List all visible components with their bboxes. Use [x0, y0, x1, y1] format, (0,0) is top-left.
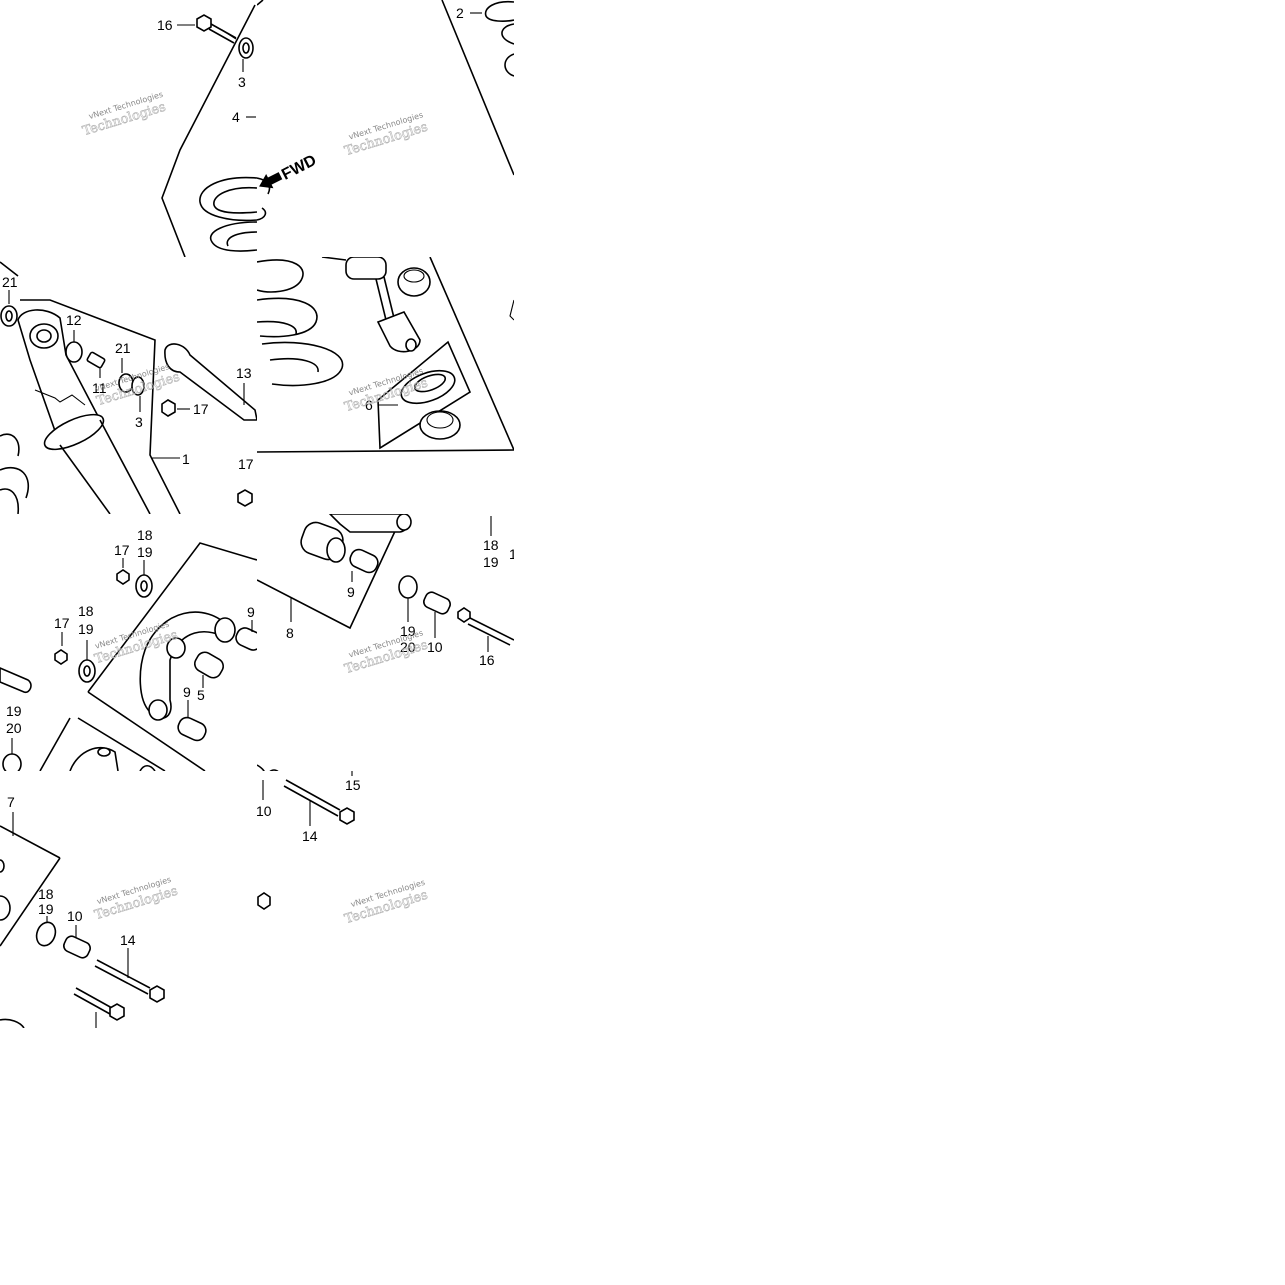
spring-coils-lower: [257, 259, 344, 387]
callout-4: 4: [232, 109, 240, 125]
tile-center: 6 Technologies vNext Technologies: [257, 257, 514, 453]
callout-12: 12: [66, 312, 82, 328]
spring-coils-upper: [199, 176, 257, 252]
nut-17-lower: [237, 489, 253, 507]
callout-17: 17: [238, 456, 254, 472]
callout-3: 3: [135, 414, 143, 430]
callout-3: 3: [238, 74, 246, 90]
callout-21: 21: [2, 274, 18, 290]
callout-1: 1: [182, 451, 190, 467]
callout-16: 16: [157, 17, 173, 33]
callout-9: 9: [347, 584, 355, 600]
callout-17: 17: [193, 401, 209, 417]
callout-15: 15: [345, 777, 361, 793]
watermark: Technologies vNext Technologies: [343, 110, 430, 159]
watermark: Technologies vNext Technologies: [81, 90, 168, 140]
callout-18: 18: [483, 537, 499, 553]
callout-5: 5: [197, 687, 205, 703]
callout-8: 8: [286, 625, 294, 641]
watermark: Technologies vNext Technologies: [93, 875, 180, 924]
callout-20: 20: [6, 720, 22, 736]
callout-18: 18: [137, 527, 153, 543]
callout-20: 20: [400, 639, 416, 655]
tile-lower-center: 9 8 19 20 10 16 18 19 1 Technologies vNe…: [257, 514, 517, 771]
tile-top-middle: 2 FWD Technologies vNext Technologies: [257, 0, 514, 221]
watermark: Technologies vNext Technologies: [343, 878, 430, 928]
callout-21: 21: [115, 340, 131, 356]
callout-10: 10: [256, 803, 272, 819]
svg-text:FWD: FWD: [279, 152, 319, 184]
callout-7: 7: [7, 794, 15, 810]
callout-19: 19: [6, 703, 22, 719]
callout-17: 17: [54, 615, 70, 631]
callout-18: 18: [38, 886, 54, 902]
callout-2: 2: [456, 5, 464, 21]
tile-bottom-middle: 15 10 14 Technologies vNext Technologies: [256, 771, 430, 928]
callout-1: 1: [509, 546, 517, 562]
callout-6: 6: [365, 397, 373, 413]
shock-absorber-body: [17, 309, 151, 514]
callout-10: 10: [427, 639, 443, 655]
tile-bottom-left: 7 18 19 10 14 Technologies vNext Technol…: [0, 794, 180, 1028]
link-arm: [139, 611, 236, 721]
callout-19: 19: [78, 621, 94, 637]
callout-14: 14: [302, 828, 318, 844]
tile-left-middle: 21 12 21 11 3 17 13 1 Technologies vNext…: [0, 261, 257, 514]
callout-19: 19: [38, 901, 54, 917]
callout-9: 9: [183, 684, 191, 700]
callout-18: 18: [78, 603, 94, 619]
callout-19: 19: [483, 554, 499, 570]
watermark: Technologies vNext Technologies: [343, 628, 430, 677]
callout-11: 11: [92, 380, 107, 396]
callout-16: 16: [479, 652, 495, 668]
callout-10: 10: [67, 908, 83, 924]
callout-13: 13: [236, 365, 252, 381]
watermark: Technologies vNext Technologies: [343, 366, 430, 415]
bolt-16: [196, 14, 237, 44]
tile-top-left: 16 3 4 Technologies vNext Technologies: [81, 4, 257, 257]
callout-19: 19: [400, 623, 416, 639]
callout-19: 19: [137, 544, 153, 560]
callout-14: 14: [120, 932, 136, 948]
tile-lower-left: 18 19 17 18 19 17 9 5 9 19 20 Technologi…: [0, 527, 257, 771]
callout-9: 9: [247, 604, 255, 620]
fwd-arrow-icon: FWD: [259, 152, 319, 189]
callout-17: 17: [114, 542, 130, 558]
